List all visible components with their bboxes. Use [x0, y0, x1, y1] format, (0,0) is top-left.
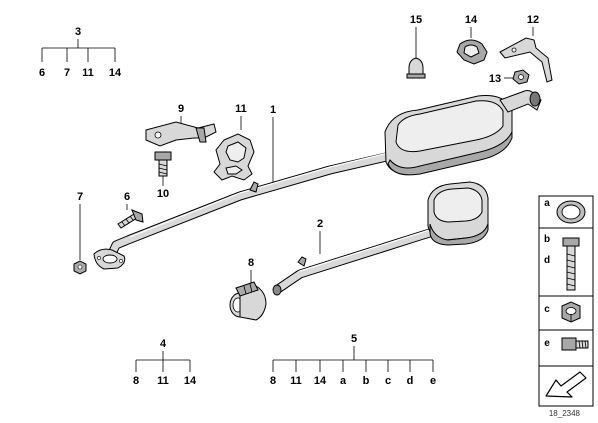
kit-3-item-1: 6: [39, 67, 45, 79]
legend-e-bolt[interactable]: e: [544, 337, 589, 351]
part-12-bracket[interactable]: 12: [499, 14, 553, 83]
callout-14[interactable]: 14: [465, 14, 478, 26]
callout-12[interactable]: 12: [527, 14, 539, 26]
callout-6[interactable]: 6: [124, 191, 130, 203]
kit-5-group: 5 8 11 14 a b c d e: [270, 333, 436, 387]
kit-5-item-7: d: [407, 375, 414, 387]
legend-direction-arrow-icon: [545, 371, 587, 398]
part-11-rubber-mount[interactable]: 11: [213, 103, 255, 181]
kit-3-item-2: 7: [64, 67, 70, 79]
legend-c-label: c: [544, 304, 550, 315]
kit-5-item-2: 11: [290, 375, 302, 387]
part-9-bracket[interactable]: 9: [145, 103, 217, 147]
part-2-centre-silencer[interactable]: 2: [272, 181, 489, 296]
callout-15[interactable]: 15: [410, 14, 422, 26]
callout-8[interactable]: 8: [248, 257, 254, 269]
callout-5[interactable]: 5: [351, 333, 357, 345]
legend-a-label: a: [544, 198, 550, 209]
kit-5-item-8: e: [430, 375, 436, 387]
kit-4-item-3: 14: [184, 375, 197, 387]
kit-3-group: 3 6 7 11 14: [39, 26, 122, 79]
callout-2[interactable]: 2: [317, 218, 323, 230]
callout-9[interactable]: 9: [178, 103, 184, 115]
legend-panel: a b d c e: [538, 195, 594, 407]
legend-b-bolt[interactable]: b d: [544, 234, 580, 291]
part-14-rubber-hanger[interactable]: 14: [456, 14, 488, 65]
diagram-reference-number: 18_2348: [549, 409, 581, 418]
kit-5-item-4: a: [340, 375, 347, 387]
part-6-bolt[interactable]: 6: [117, 191, 144, 229]
legend-c-nut[interactable]: c: [544, 301, 581, 323]
part-10-bolt[interactable]: 10: [154, 151, 172, 200]
kit-3-item-3: 11: [82, 67, 94, 79]
kit-5-item-5: b: [363, 375, 370, 387]
callout-13[interactable]: 13: [489, 73, 501, 85]
kit-3-item-4: 14: [109, 67, 122, 79]
part-13-nut[interactable]: 13: [489, 69, 530, 85]
kit-4-item-2: 11: [157, 375, 169, 387]
kit-4-group: 4 8 11 14: [133, 338, 197, 387]
callout-3[interactable]: 3: [75, 26, 81, 38]
legend-d-label: d: [544, 255, 550, 266]
kit-5-item-6: c: [385, 375, 391, 387]
legend-b-label: b: [544, 234, 550, 245]
part-15-cap-nut[interactable]: 15: [406, 14, 426, 79]
legend-e-label: e: [544, 338, 550, 349]
callout-1[interactable]: 1: [270, 104, 276, 116]
callout-10[interactable]: 10: [157, 188, 169, 200]
kit-4-item-1: 8: [133, 375, 139, 387]
kit-5-item-1: 8: [270, 375, 276, 387]
callout-11[interactable]: 11: [235, 103, 247, 115]
part-8-clamp[interactable]: 8: [229, 257, 267, 321]
part-1-exhaust-assembly[interactable]: 1: [93, 90, 542, 270]
legend-a-gasket[interactable]: a: [544, 198, 586, 224]
callout-7[interactable]: 7: [77, 191, 83, 203]
kit-5-item-3: 14: [314, 375, 327, 387]
part-7-nut[interactable]: 7: [73, 191, 87, 275]
callout-4[interactable]: 4: [160, 338, 167, 350]
